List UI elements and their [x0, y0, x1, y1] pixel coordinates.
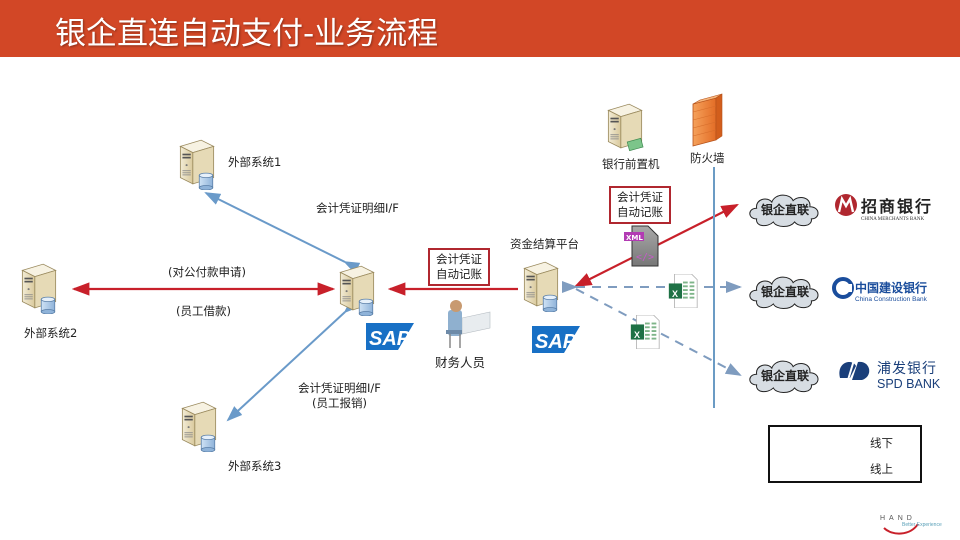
- xml-file-icon: XML </>: [624, 225, 659, 267]
- ext2-payment-request-label: (对公付款申请): [168, 265, 246, 279]
- auto-posting-box-2: 会计凭证 自动记账: [609, 186, 671, 224]
- auto-posting-line-1: 会计凭证: [436, 252, 482, 266]
- ext3-interface-label: 会计凭证明细I/F: [298, 381, 381, 395]
- sap-logo-treasury: SAP: [532, 326, 580, 353]
- xml-badge-text: XML: [626, 234, 643, 242]
- bank-name-cn: 中国建设银行: [855, 281, 928, 295]
- sap-erp-server-icon: [339, 265, 375, 316]
- bank-name-cn: 浦发银行: [877, 361, 937, 377]
- treasury-server-icon: [523, 261, 559, 312]
- bank-name-en: SPD BANK: [877, 377, 941, 391]
- ext1-server-icon: [179, 139, 215, 190]
- excel-x-glyph: X: [672, 289, 678, 299]
- treasury-label: 资金结算平台: [510, 237, 579, 251]
- bank-cmb: 招商银行 CHINA MERCHANTS BANK: [861, 193, 933, 222]
- bank-name-en: CHINA MERCHANTS BANK: [861, 217, 925, 222]
- firewall-icon: [692, 93, 723, 147]
- page-title: 银企直连自动支付-业务流程: [55, 16, 439, 52]
- hand-logo-swoosh: [883, 523, 919, 535]
- firewall-label: 防火墙: [690, 151, 725, 165]
- hand-tagline: Better Experience: [902, 522, 942, 528]
- auto-posting-line-2: 自动记账: [617, 205, 663, 219]
- edge-ext3-sap: [226, 298, 360, 422]
- bank-name-en: China Construction Bank: [855, 296, 927, 303]
- sap-logo-erp: SAP: [366, 323, 414, 350]
- ext1-label: 外部系统1: [228, 155, 282, 169]
- bank-frontend-label: 银行前置机: [602, 157, 660, 171]
- hand-brand-text: HAND: [880, 515, 916, 522]
- xml-code-glyph: </>: [636, 252, 654, 263]
- bank-spd: 浦发银行 SPD BANK: [877, 358, 940, 391]
- ext3-expense-label: (员工报销): [312, 396, 367, 410]
- auto-posting-box-1: 会计凭证 自动记账: [428, 248, 490, 286]
- legend-box: 线下 线上: [768, 425, 922, 483]
- edge-ext1-sap: [204, 192, 361, 274]
- ext3-server-icon: [181, 401, 217, 452]
- ccb-direct-link-label: 银企直联: [761, 285, 810, 299]
- bank-frontend-server-icon: [607, 103, 644, 152]
- bank-name-cn: 招商银行: [861, 197, 934, 216]
- person-at-desk-icon: [446, 300, 491, 348]
- ext1-interface-label: 会计凭证明细I/F: [316, 201, 399, 215]
- legend-online-label: 线上: [870, 462, 893, 476]
- ext3-label: 外部系统3: [228, 459, 282, 473]
- title-bar: 银企直连自动支付-业务流程: [0, 0, 960, 57]
- cmb-logo-icon: [835, 194, 857, 216]
- svg-text:SAP: SAP: [535, 331, 577, 353]
- ccb-logo-icon: [832, 277, 854, 299]
- auto-posting-line-1: 会计凭证: [617, 190, 663, 204]
- hand-logo: HAND Better Experience: [880, 515, 942, 528]
- finance-staff-label: 财务人员: [435, 355, 486, 370]
- spd-direct-link-label: 银企直联: [761, 369, 810, 383]
- ext2-label: 外部系统2: [24, 326, 78, 340]
- bank-ccb: 中国建设银行 China Construction Bank: [855, 279, 927, 303]
- legend-offline-label: 线下: [870, 436, 893, 450]
- excel-x-glyph: X: [634, 330, 640, 340]
- cmb-direct-link-label: 银企直联: [761, 203, 810, 217]
- svg-text:SAP: SAP: [369, 328, 411, 350]
- auto-posting-line-2: 自动记账: [436, 267, 482, 281]
- ext2-employee-loan-label: (员工借款): [176, 304, 231, 318]
- spd-logo-icon: [839, 359, 870, 381]
- ext2-server-icon: [21, 263, 57, 314]
